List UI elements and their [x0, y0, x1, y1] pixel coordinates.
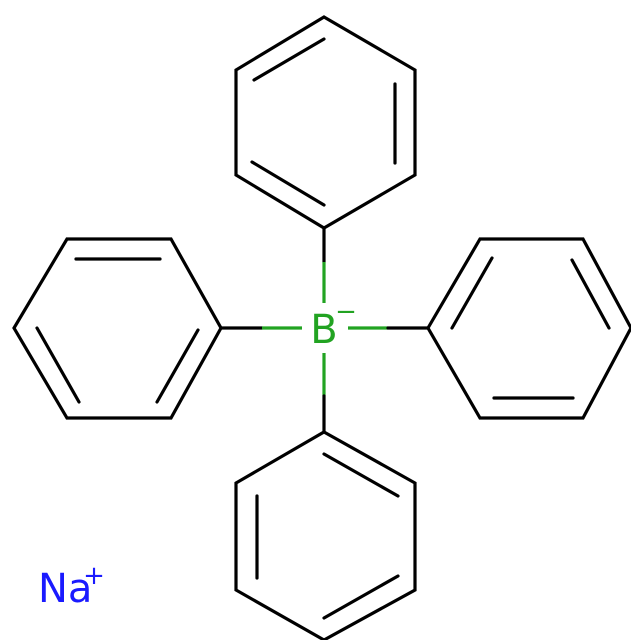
- phenyl-ring-right: [426, 237, 631, 420]
- sodium-symbol: Na: [38, 566, 92, 612]
- boron-charge: −: [335, 297, 357, 327]
- sodium-ion-label: Na +: [38, 561, 105, 612]
- phenyl-ring-left: [12, 237, 223, 420]
- phenyl-ring-top: [234, 15, 417, 230]
- sodium-charge: +: [83, 561, 105, 591]
- phenyl-ring-bottom: [234, 430, 417, 640]
- boron-atom-label: B −: [310, 297, 357, 353]
- boron-symbol: B: [310, 307, 337, 353]
